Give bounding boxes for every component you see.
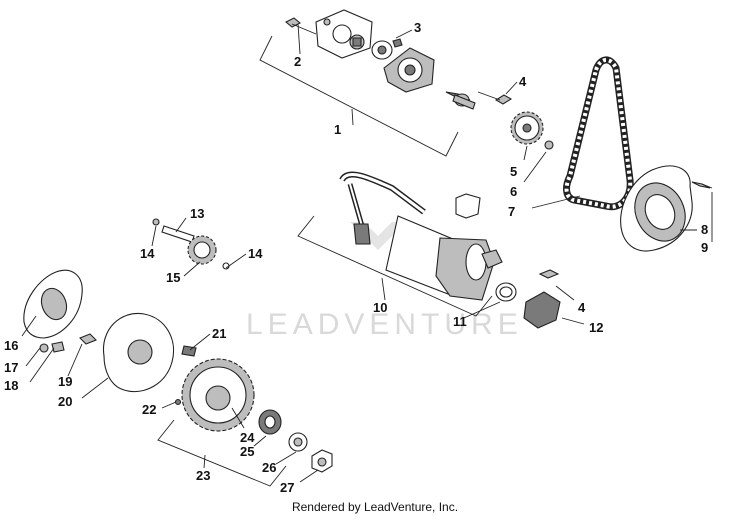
- callout-19: 19: [58, 374, 72, 389]
- callout-25: 25: [240, 444, 254, 459]
- watermark: LEADVENTURE: [246, 222, 523, 341]
- callout-9: 9: [701, 240, 708, 255]
- callout-7: 7: [508, 204, 515, 219]
- callout-17: 17: [4, 360, 18, 375]
- callout-20: 20: [58, 394, 72, 409]
- callout-4-top: 4: [519, 74, 527, 89]
- callout-1: 1: [334, 122, 341, 137]
- callout-15: 15: [166, 270, 180, 285]
- oil-pump-assembly: [285, 9, 513, 110]
- starter-motor: [339, 171, 561, 329]
- callout-2: 2: [294, 54, 301, 69]
- watermark-text: LEADVENTURE: [246, 308, 523, 341]
- idler-gear: [152, 218, 230, 270]
- callout-labels: 1 2 3 4 5 6 7 8 9 10 11 12 4 13 14 14 15…: [4, 20, 708, 495]
- callout-23: 23: [196, 468, 210, 483]
- callout-22: 22: [142, 402, 156, 417]
- callout-4-lower: 4: [578, 300, 586, 315]
- callout-18: 18: [4, 378, 18, 393]
- callout-12: 12: [589, 320, 603, 335]
- flywheel-group: [23, 269, 333, 473]
- callout-5: 5: [510, 164, 517, 179]
- timing-chain: [563, 56, 634, 211]
- callout-14-left: 14: [140, 246, 155, 261]
- callout-6: 6: [510, 184, 517, 199]
- sprocket: [510, 111, 554, 150]
- cover-plate: [620, 165, 713, 252]
- leader-lines: [21, 23, 713, 487]
- callout-21: 21: [212, 326, 226, 341]
- callout-26: 26: [262, 460, 276, 475]
- callout-14-right: 14: [248, 246, 263, 261]
- callout-13: 13: [190, 206, 204, 221]
- callout-3: 3: [414, 20, 421, 35]
- callout-16: 16: [4, 338, 18, 353]
- callout-8: 8: [701, 222, 708, 237]
- callout-24: 24: [240, 430, 255, 445]
- credit-text: Rendered by LeadVenture, Inc.: [291, 500, 459, 514]
- callout-11: 11: [453, 314, 467, 329]
- callout-10: 10: [373, 300, 387, 315]
- callout-27: 27: [280, 480, 294, 495]
